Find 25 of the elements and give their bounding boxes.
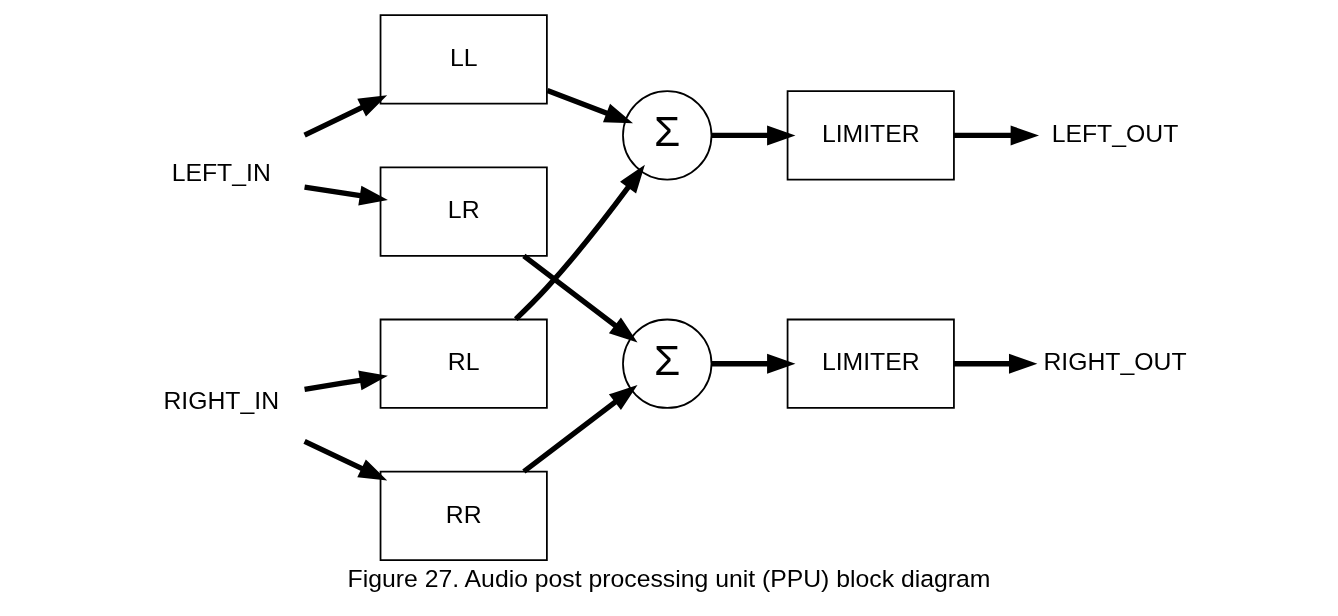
arrow [522, 385, 638, 474]
node-box: LIMITER [786, 90, 955, 181]
arrow [513, 164, 645, 321]
node-box: RR [379, 470, 548, 562]
arrow [954, 353, 1038, 374]
node-text: RIGHT_IN [163, 387, 280, 415]
arrow [954, 125, 1040, 146]
node-box: RL [379, 318, 548, 409]
node-box: LIMITER [786, 318, 955, 409]
node-text: RIGHT_OUT [1043, 348, 1187, 376]
arrow [304, 370, 388, 392]
arrow [711, 353, 796, 374]
arrow [303, 438, 388, 481]
arrow [303, 95, 388, 138]
node-text: LEFT_OUT [1051, 120, 1179, 147]
arrow [711, 125, 796, 146]
node-box: LL [379, 14, 548, 105]
node-text: LEFT_IN [171, 158, 271, 186]
arrow [546, 88, 634, 124]
node-box: LR [379, 166, 548, 257]
node-circle: Σ [622, 90, 713, 181]
node-circle: Σ [622, 318, 713, 409]
caption: Figure 27. Audio post processing unit (PPU) block diagram [347, 565, 991, 593]
arrow [522, 253, 638, 343]
arrow [304, 184, 388, 206]
